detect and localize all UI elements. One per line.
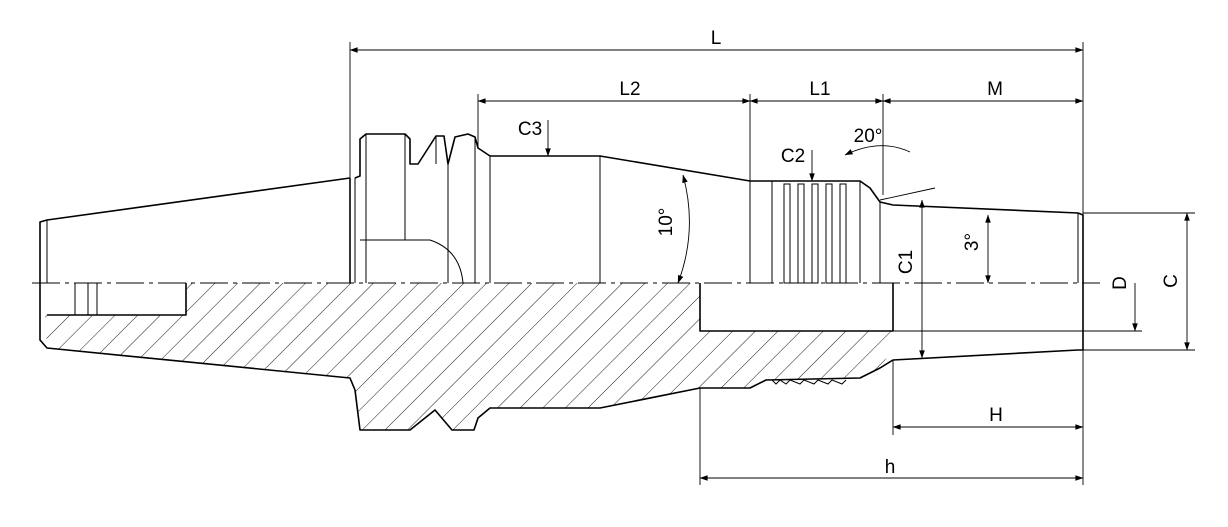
holder-upper-outline xyxy=(39,133,1084,284)
label-L2: L2 xyxy=(619,79,640,100)
label-C1: C1 xyxy=(896,250,917,274)
label-L: L xyxy=(711,28,722,49)
label-H: H xyxy=(989,405,1003,426)
label-C: C xyxy=(1161,274,1182,288)
grip-grooves xyxy=(783,183,847,284)
dimension-labels: L L2 L1 M C3 C2 20° 10° C1 3° D C H h xyxy=(518,28,1182,478)
label-M: M xyxy=(987,79,1003,100)
label-C3: C3 xyxy=(518,119,542,140)
label-angle-10: 10° xyxy=(656,208,677,237)
label-h: h xyxy=(885,457,896,478)
holder-lower-outline xyxy=(39,283,1084,431)
label-C2: C2 xyxy=(781,146,805,167)
dimension-lines xyxy=(349,47,1190,481)
label-L1: L1 xyxy=(809,79,830,100)
section-hatching xyxy=(45,283,893,430)
label-angle-20: 20° xyxy=(854,126,883,147)
label-angle-3: 3° xyxy=(962,233,983,251)
label-D: D xyxy=(1110,276,1131,290)
extension-lines xyxy=(349,42,1195,485)
